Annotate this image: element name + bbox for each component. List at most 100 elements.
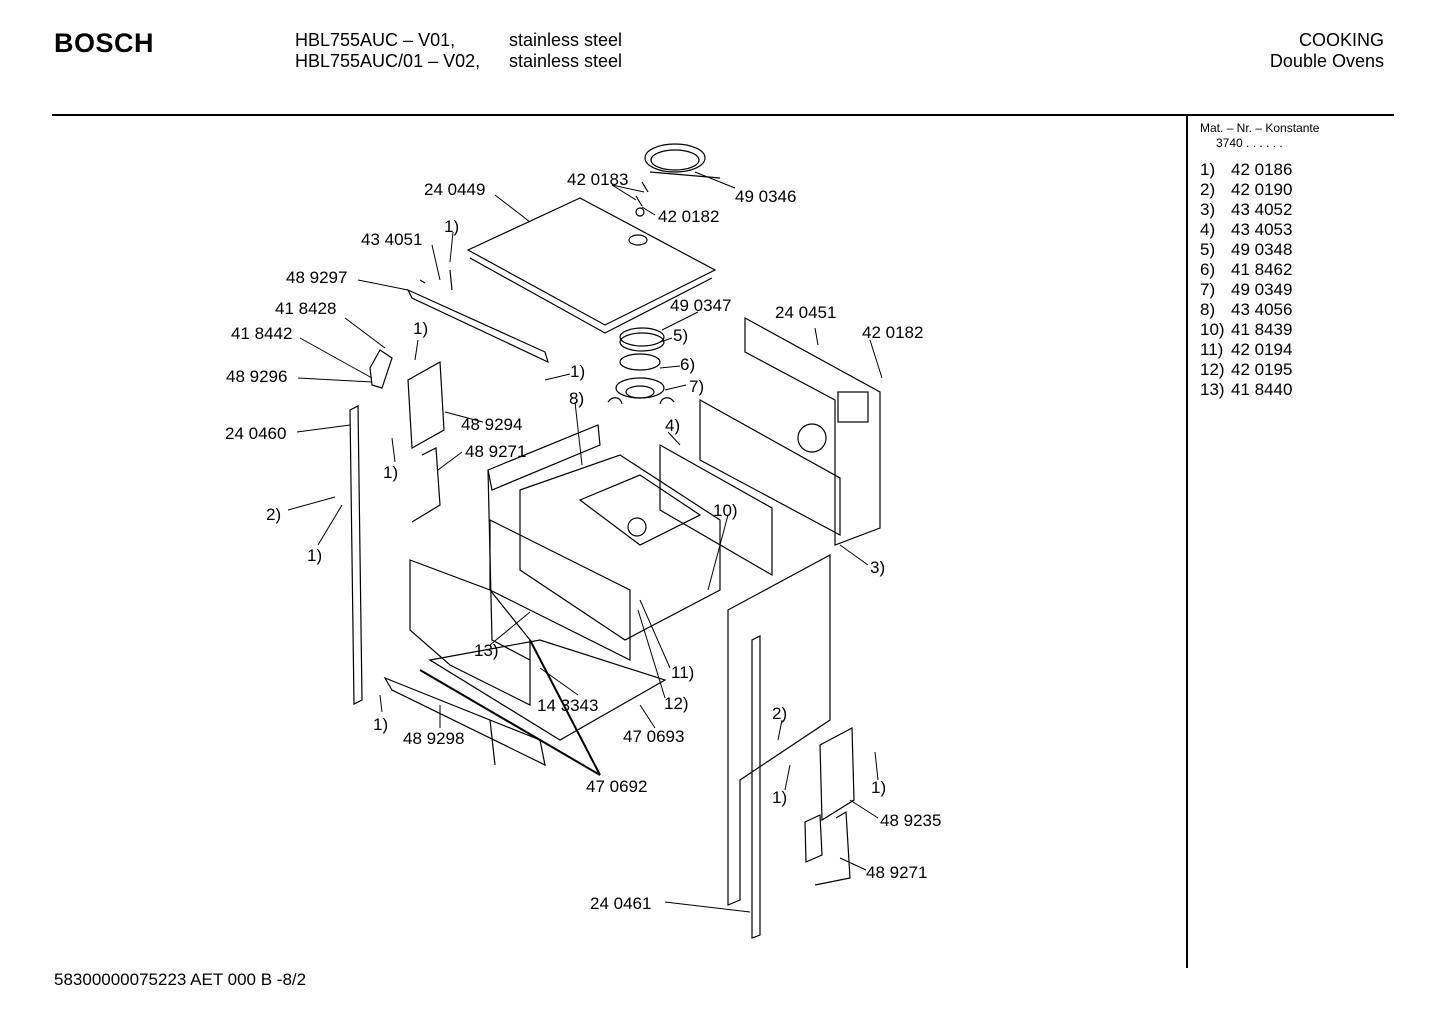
legend-row: 8) 43 4056 <box>1200 300 1292 320</box>
document-code: 58300000075223 AET 000 B -8/2 <box>54 970 307 989</box>
callout: 1) <box>383 463 398 482</box>
model-finish-1: stainless steel <box>509 30 623 50</box>
callout: 6) <box>680 355 695 374</box>
callout: 1) <box>413 319 428 338</box>
right-bracket <box>819 727 855 822</box>
legend-row: 3) 43 4052 <box>1200 200 1292 220</box>
legend-value: 42 0190 <box>1231 180 1293 199</box>
callout: 11) <box>671 663 694 682</box>
rear-wrap <box>699 398 841 537</box>
legend-header: Mat. – Nr. – Konstante 3740 . . . . . . <box>1200 121 1319 151</box>
model-finish-2: stainless steel <box>509 51 623 71</box>
legend-row: 5) 49 0348 <box>1200 240 1292 260</box>
callout: 24 0449 <box>424 180 485 199</box>
callout: 48 9296 <box>226 367 287 386</box>
side-bracket <box>407 361 445 449</box>
legend-value: 41 8462 <box>1231 260 1293 279</box>
door-frame <box>409 559 531 706</box>
callout: 48 9297 <box>286 268 347 287</box>
bottom-tray <box>428 639 667 741</box>
legend-title: Mat. – Nr. – Konstante <box>1200 121 1320 135</box>
model-code-2: HBL755AUC/01 – V02, <box>295 51 481 71</box>
callout: 47 0692 <box>586 777 647 796</box>
callout: 43 4051 <box>361 230 422 249</box>
parts-legend: 1) 42 0186 2) 42 0190 3) 43 4052 4) 43 4053 5) 49… <box>1200 160 1292 400</box>
leader-lines <box>287 171 883 913</box>
callout: 24 0461 <box>590 894 651 913</box>
callout: 1) <box>444 217 459 236</box>
legend-value: 42 0186 <box>1231 160 1293 179</box>
legend-key: 8) <box>1200 300 1216 319</box>
right-side-panel <box>727 553 831 906</box>
callout: 2) <box>266 505 281 524</box>
callout: 1) <box>871 778 886 797</box>
callout: 24 0460 <box>225 424 286 443</box>
callout: 4) <box>665 416 680 435</box>
callout: 47 0693 <box>623 727 684 746</box>
callout: 24 0451 <box>775 303 836 322</box>
callout: 1) <box>772 788 787 807</box>
legend-value: 42 0195 <box>1231 360 1293 379</box>
callout: 8) <box>569 389 584 408</box>
legend-key: 11) <box>1200 340 1224 359</box>
legend-row: 4) 43 4053 <box>1200 220 1292 240</box>
callout: 48 9298 <box>403 729 464 748</box>
legend-key: 2) <box>1200 180 1216 199</box>
hinge-left-lower <box>411 447 441 523</box>
callout: 42 0183 <box>567 170 628 189</box>
hinge-left-top <box>369 349 393 389</box>
callout-labels: 42 0183 49 0346 24 0449 42 0182 1) 43 40… <box>225 170 941 913</box>
legend-value: 41 8439 <box>1231 320 1293 339</box>
callout: 1) <box>307 546 322 565</box>
legend-key: 4) <box>1200 220 1216 239</box>
legend-key: 10) <box>1200 320 1225 339</box>
legend-key: 1) <box>1200 160 1216 179</box>
legend-row: 12)42 0195 <box>1200 360 1292 380</box>
legend-value: 41 8440 <box>1231 380 1293 399</box>
callout: 42 0182 <box>658 207 719 226</box>
diagram-linework <box>349 143 881 939</box>
legend-value: 43 4056 <box>1231 300 1293 319</box>
callout: 1) <box>570 362 585 381</box>
callout: 49 0347 <box>670 296 731 315</box>
callout: 49 0346 <box>735 187 796 206</box>
subcategory: Double Ovens <box>1269 51 1384 71</box>
fan-cover <box>619 327 665 347</box>
callout: 7) <box>689 377 704 396</box>
legend-key: 7) <box>1200 280 1216 299</box>
callout: 48 9271 <box>465 442 526 461</box>
callout: 48 9235 <box>880 811 941 830</box>
header-divider <box>52 114 1394 116</box>
legend-value: 49 0348 <box>1231 240 1293 259</box>
back-panel <box>744 316 881 546</box>
legend-constant: 3740 . . . . . . <box>1216 136 1283 150</box>
callout: 10) <box>713 501 738 520</box>
oven-cavity <box>519 454 721 641</box>
legend-row: 1) 42 0186 <box>1200 160 1292 180</box>
legend-row: 6)41 8462 <box>1200 260 1292 280</box>
model-code-1: HBL755AUC – V01, <box>295 30 456 50</box>
callout: 5) <box>673 326 688 345</box>
callout: 2) <box>772 704 787 723</box>
legend-row: 13)41 8440 <box>1200 380 1292 400</box>
fan-bracket <box>607 397 675 405</box>
legend-key: 3) <box>1200 200 1216 219</box>
callout: 14 3343 <box>537 696 598 715</box>
callout: 48 9294 <box>461 415 522 434</box>
legend-key: 5) <box>1200 240 1216 259</box>
callout: 12) <box>664 694 689 713</box>
hose-coil <box>644 143 706 173</box>
exploded-parts-diagram: 42 0183 49 0346 24 0449 42 0182 1) 43 40… <box>225 143 941 939</box>
brand-logo: BOSCH <box>54 28 155 58</box>
left-trim <box>349 405 363 705</box>
callout: 41 8442 <box>231 324 292 343</box>
front-strip <box>406 288 549 364</box>
callout: 1) <box>373 715 388 734</box>
hose-fitting <box>635 181 649 207</box>
category: COOKING <box>1298 30 1384 50</box>
callout: 13) <box>474 641 499 660</box>
legend-value: 43 4053 <box>1231 220 1293 239</box>
legend-value: 49 0349 <box>1231 280 1293 299</box>
legend-row: 10) 41 8439 <box>1200 320 1292 340</box>
legend-value: 43 4052 <box>1231 200 1293 219</box>
